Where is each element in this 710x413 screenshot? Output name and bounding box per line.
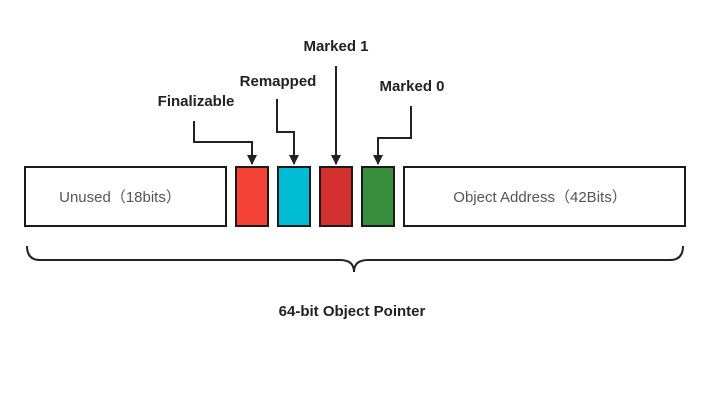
marked1-label: Marked 1 — [303, 38, 368, 55]
remapped-label: Remapped — [240, 73, 317, 90]
marked0-label: Marked 0 — [379, 78, 444, 95]
pointer-caption: 64-bit Object Pointer — [279, 303, 426, 320]
object-address-segment-box — [403, 166, 686, 227]
object-address-segment: Object Address（42Bits） — [403, 166, 686, 227]
unused-segment-box — [24, 166, 227, 227]
finalizable-arrow — [193, 121, 257, 165]
unused-segment-label: Unused（18bits） — [59, 189, 181, 206]
finalizable-bit — [235, 166, 269, 227]
unused-segment: Unused（18bits） — [24, 166, 227, 227]
pointer-brace — [26, 245, 684, 273]
remapped-bit — [277, 166, 311, 227]
remapped-arrow — [276, 99, 299, 165]
finalizable-label: Finalizable — [158, 93, 235, 110]
marked1-bit — [319, 166, 353, 227]
object-address-segment-label: Object Address（42Bits） — [453, 189, 626, 206]
marked0-arrow — [373, 106, 412, 165]
marked0-bit — [361, 166, 395, 227]
